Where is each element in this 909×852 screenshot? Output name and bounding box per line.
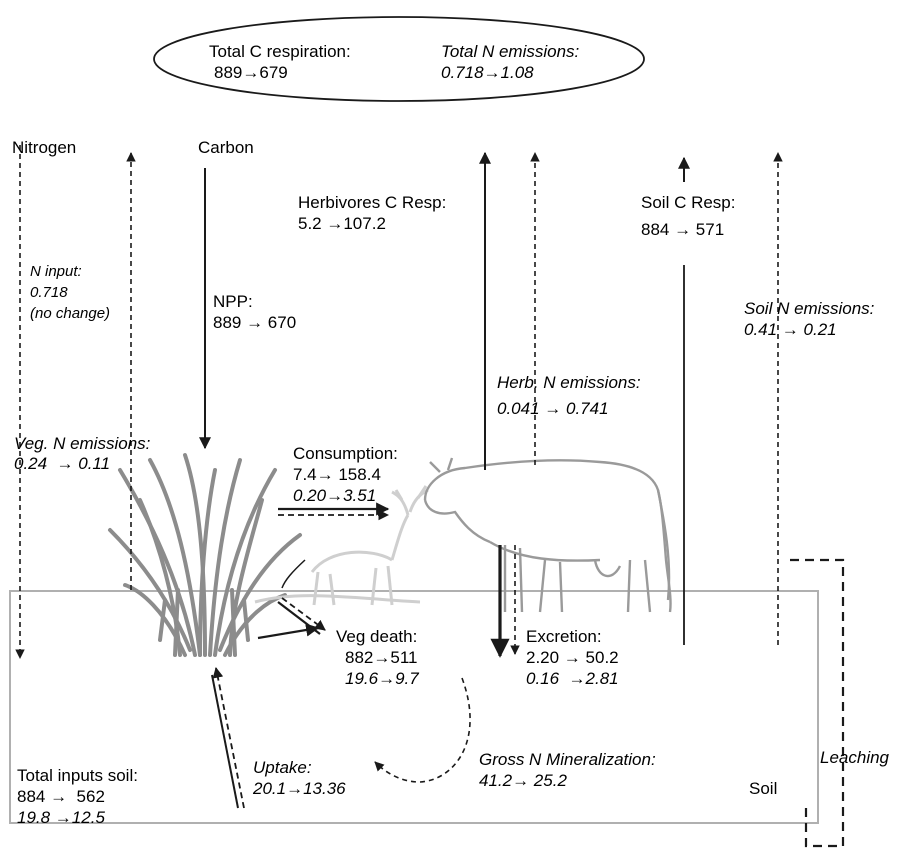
leaching-label: Leaching: [820, 748, 889, 768]
veg-death-c-arrow: [258, 628, 318, 638]
gross-n-min-label: Gross N Mineralization:: [479, 750, 656, 770]
soil-box: [10, 591, 818, 823]
n-input-value: 0.718: [30, 283, 68, 303]
soil-c-resp-value: 884 → 571: [641, 220, 724, 240]
gross-n-min-value: 41.2→ 25.2: [479, 771, 567, 791]
total-n-emissions-value: 0.718→1.08: [441, 63, 534, 83]
uptake-value: 20.1→13.36: [253, 779, 346, 799]
total-inputs-n-value: 19.8 →12.5: [17, 808, 105, 828]
carbon-heading: Carbon: [198, 138, 254, 158]
soil-n-emissions-label: Soil N emissions:: [744, 299, 874, 319]
total-c-resp-label: Total C respiration:: [209, 42, 351, 62]
grass-illustration: [110, 455, 300, 655]
consumption-c-value: 7.4→ 158.4: [293, 465, 381, 485]
cow-illustration: [425, 458, 671, 612]
veg-death-n-value: 19.6→9.7: [345, 669, 419, 689]
uptake-n-arrow: [216, 668, 244, 808]
soil-n-emissions-value: 0.41 → 0.21: [744, 320, 837, 340]
veg-death-c-value: 882→511: [345, 648, 417, 668]
herb-n-emissions-label: Herb. N emissions:: [497, 373, 641, 393]
veg-death-c-arrow-2: [278, 602, 320, 634]
excretion-c-value: 2.20 → 50.2: [526, 648, 619, 668]
herb-n-emissions-value: 0.041 → 0.741: [497, 399, 609, 419]
leaching-bracket: [790, 560, 843, 846]
mineralization-arrow: [375, 678, 470, 782]
veg-death-n-arrow: [282, 598, 325, 630]
veg-n-emissions-value: 0.24 → 0.11: [14, 454, 110, 474]
veg-n-emissions-label: Veg. N emissions:: [14, 434, 150, 454]
total-n-emissions-label: Total N emissions:: [441, 42, 579, 62]
total-inputs-label: Total inputs soil:: [17, 766, 138, 786]
excretion-label: Excretion:: [526, 627, 602, 647]
npp-label: NPP:: [213, 292, 253, 312]
herb-c-resp-value: 5.2 →107.2: [298, 214, 386, 234]
total-inputs-c-value: 884 → 562: [17, 787, 105, 807]
excretion-n-value: 0.16 →2.81: [526, 669, 619, 689]
npp-value: 889 → 670: [213, 313, 296, 333]
soil-label: Soil: [749, 779, 777, 799]
uptake-line: [212, 675, 238, 808]
veg-death-label: Veg death:: [336, 627, 417, 647]
soil-c-resp-label: Soil C Resp:: [641, 193, 735, 213]
deer-to-veg-death-arrow: [282, 560, 305, 588]
nitrogen-heading: Nitrogen: [12, 138, 76, 158]
n-input-note: (no change): [30, 304, 110, 324]
herb-c-resp-label: Herbivores C Resp:: [298, 193, 446, 213]
n-input-label: N input:: [30, 262, 82, 282]
total-c-resp-value: 889→679: [214, 63, 288, 83]
consumption-label: Consumption:: [293, 444, 398, 464]
uptake-label: Uptake:: [253, 758, 312, 778]
consumption-n-value: 0.20→3.51: [293, 486, 376, 506]
